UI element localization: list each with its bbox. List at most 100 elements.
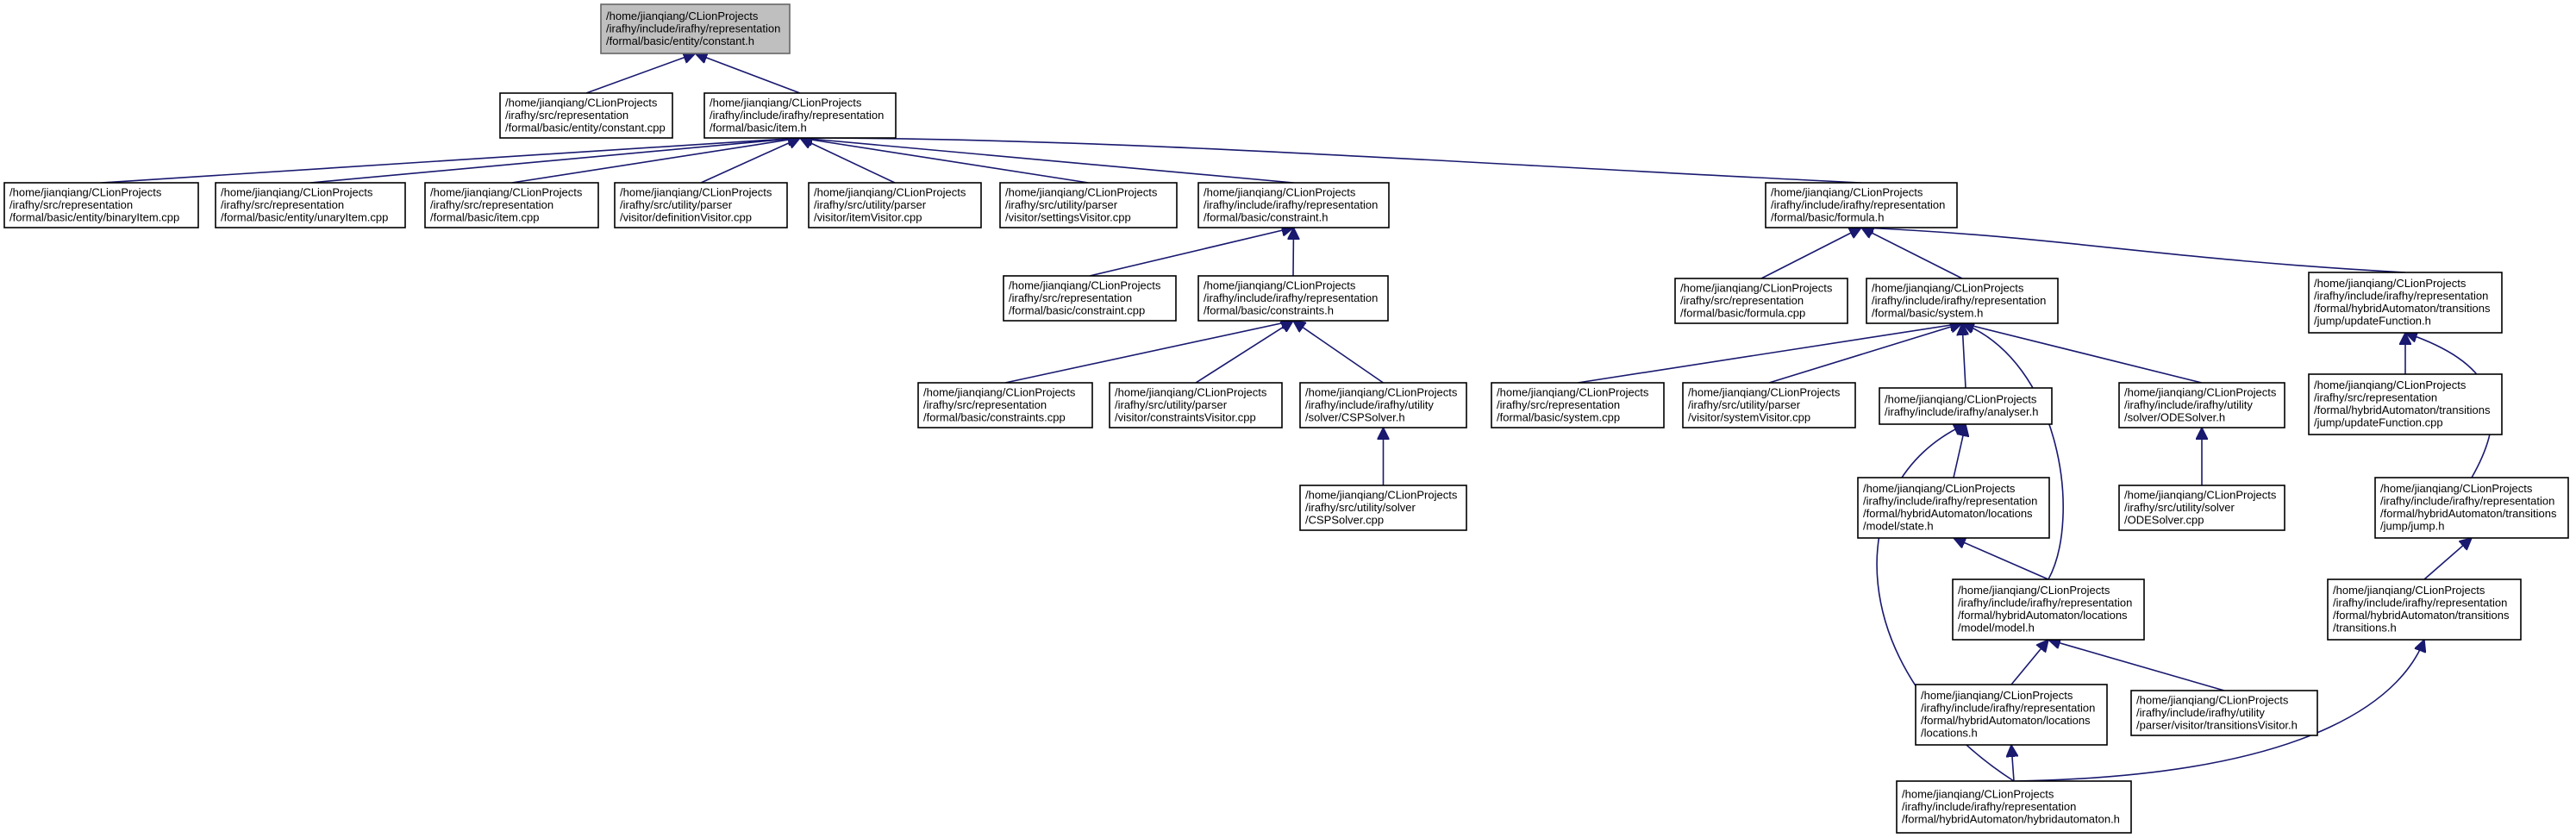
file-node-item-h[interactable]: /home/jianqiang/CLionProjects/irafhy/inc…	[703, 92, 897, 139]
file-node-path-line: /home/jianqiang/CLionProjects	[2136, 693, 2289, 706]
file-node-box	[1682, 382, 1856, 428]
file-node-box	[1857, 477, 2050, 539]
file-node-definitionvisitor-cpp[interactable]: /home/jianqiang/CLionProjects/irafhy/src…	[614, 182, 788, 228]
file-node-path-line: /home/jianqiang/CLionProjects	[1204, 278, 1356, 291]
dependency-edge-constraint-h-to-item-h	[800, 138, 1294, 184]
file-node-model-h[interactable]: /home/jianqiang/CLionProjects/irafhy/inc…	[1952, 578, 2145, 641]
file-node-updatefunction-h[interactable]: /home/jianqiang/CLionProjects/irafhy/inc…	[2308, 272, 2503, 334]
file-node-box	[1879, 387, 2053, 425]
file-node-path-line: /irafhy/src/utility/parser	[814, 198, 927, 211]
file-node-box	[2374, 477, 2569, 539]
dependency-edge-odesolver-h-to-system-h	[1962, 323, 2203, 384]
dependency-edge-updatefunction-h-to-formula-h	[1861, 228, 2406, 273]
file-node-box	[3, 182, 199, 228]
file-node-path-line: /home/jianqiang/CLionProjects	[1305, 488, 1458, 501]
dependency-edge-systemvisitor-cpp-to-system-h	[1768, 323, 1962, 384]
file-node-cspsolver-h[interactable]: /home/jianqiang/CLionProjects/irafhy/inc…	[1299, 382, 1467, 428]
file-node-path-line: /irafhy/include/irafhy/representation	[1902, 800, 2076, 813]
file-node-box	[215, 182, 406, 228]
file-node-path-line: /home/jianqiang/CLionProjects	[1863, 482, 2016, 495]
dependency-edge-itemvisitor-cpp-to-item-h	[800, 138, 896, 184]
file-node-unaryitem-cpp[interactable]: /home/jianqiang/CLionProjects/irafhy/src…	[215, 182, 406, 228]
file-node-path-line: /irafhy/include/irafhy/analyser.h	[1885, 405, 2038, 418]
file-node-item-cpp[interactable]: /home/jianqiang/CLionProjects/irafhy/src…	[424, 182, 599, 228]
file-node-path-line: /home/jianqiang/CLionProjects	[1902, 787, 2054, 800]
file-node-systemvisitor-cpp[interactable]: /home/jianqiang/CLionProjects/irafhy/src…	[1682, 382, 1856, 428]
file-node-updatefunction-cpp[interactable]: /home/jianqiang/CLionProjects/irafhy/src…	[2308, 373, 2503, 435]
dependency-edge-locations-h-to-model-h	[2010, 640, 2048, 685]
file-node-path-line: /formal/hybridAutomaton/hybridautomaton.…	[1902, 812, 2120, 825]
file-node-transitionsvisitor-h[interactable]: /home/jianqiang/CLionProjects/irafhy/inc…	[2130, 690, 2318, 736]
file-node-box	[2308, 373, 2503, 435]
file-node-path-line: /irafhy/include/irafhy/representation	[1872, 294, 2046, 307]
file-node-box	[1491, 382, 1665, 428]
file-node-path-line: /irafhy/src/utility/parser	[1115, 398, 1228, 411]
file-node-state-h[interactable]: /home/jianqiang/CLionProjects/irafhy/inc…	[1857, 477, 2050, 539]
dependency-edge-constraints-h-to-constraint-h	[1293, 228, 1294, 277]
file-node-constraint-h[interactable]: /home/jianqiang/CLionProjects/irafhy/inc…	[1197, 182, 1390, 228]
file-node-path-line: /irafhy/src/utility/parser	[620, 198, 733, 211]
file-node-path-line: /irafhy/include/irafhy/representation	[1204, 291, 1378, 304]
dependency-edge-hybridautomaton-h-to-transitions-h	[2013, 640, 2424, 782]
file-node-odesolver-cpp[interactable]: /home/jianqiang/CLionProjects/irafhy/src…	[2118, 485, 2285, 531]
file-node-path-line: /irafhy/include/irafhy/representation	[1958, 597, 2132, 610]
file-node-path-line: /irafhy/include/irafhy/representation	[1771, 198, 1945, 211]
file-node-path-line: /home/jianqiang/CLionProjects	[9, 185, 162, 198]
file-node-constraintsvisitor-cpp[interactable]: /home/jianqiang/CLionProjects/irafhy/src…	[1109, 382, 1283, 428]
file-node-box	[614, 182, 788, 228]
file-node-cspsolver-cpp[interactable]: /home/jianqiang/CLionProjects/irafhy/src…	[1299, 485, 1467, 531]
file-node-hybridautomaton-h[interactable]: /home/jianqiang/CLionProjects/irafhy/inc…	[1896, 780, 2132, 834]
file-node-binaryitem-cpp[interactable]: /home/jianqiang/CLionProjects/irafhy/src…	[3, 182, 199, 228]
dependency-edge-item-h-to-constant-h	[696, 53, 801, 94]
dependency-edge-settingsvisitor-cpp-to-item-h	[800, 138, 1089, 184]
file-node-path-line: /irafhy/include/irafhy/utility	[2124, 398, 2253, 411]
file-node-path-line: /CSPSolver.cpp	[1305, 513, 1384, 526]
file-node-box	[1866, 278, 2059, 324]
file-node-constraint-cpp[interactable]: /home/jianqiang/CLionProjects/irafhy/src…	[1003, 275, 1177, 322]
file-node-path-line: /formal/basic/formula.cpp	[1680, 306, 1805, 319]
file-node-system-cpp[interactable]: /home/jianqiang/CLionProjects/irafhy/src…	[1491, 382, 1665, 428]
file-node-constraints-h[interactable]: /home/jianqiang/CLionProjects/irafhy/inc…	[1197, 275, 1389, 322]
file-node-locations-h[interactable]: /home/jianqiang/CLionProjects/irafhy/inc…	[1915, 684, 2108, 746]
file-node-odesolver-h[interactable]: /home/jianqiang/CLionProjects/irafhy/inc…	[2118, 382, 2285, 428]
file-node-formula-h[interactable]: /home/jianqiang/CLionProjects/irafhy/inc…	[1765, 182, 1958, 228]
file-node-box	[1896, 780, 2132, 834]
file-node-constant-cpp[interactable]: /home/jianqiang/CLionProjects/irafhy/src…	[499, 92, 673, 139]
file-node-path-line: /solver/CSPSolver.h	[1305, 410, 1405, 423]
dependency-edge-definitionvisitor-cpp-to-item-h	[700, 138, 800, 184]
file-node-path-line: /irafhy/src/representation	[505, 109, 628, 122]
file-node-formula-cpp[interactable]: /home/jianqiang/CLionProjects/irafhy/src…	[1674, 278, 1848, 324]
file-node-transitions-h[interactable]: /home/jianqiang/CLionProjects/irafhy/inc…	[2327, 578, 2522, 641]
file-node-box	[703, 92, 897, 139]
file-node-path-line: /home/jianqiang/CLionProjects	[1680, 281, 1833, 294]
file-node-path-line: /home/jianqiang/CLionProjects	[606, 9, 759, 22]
file-node-path-line: /visitor/systemVisitor.cpp	[1688, 410, 1810, 423]
dependency-edge-transitionsvisitor-h-to-model-h	[2048, 640, 2225, 691]
file-node-settingsvisitor-cpp[interactable]: /home/jianqiang/CLionProjects/irafhy/src…	[999, 182, 1178, 228]
file-node-path-line: /visitor/itemVisitor.cpp	[814, 210, 922, 223]
file-node-analyser-h[interactable]: /home/jianqiang/CLionProjects/irafhy/inc…	[1879, 387, 2053, 425]
file-node-box	[999, 182, 1178, 228]
file-node-path-line: /irafhy/src/representation	[2314, 391, 2437, 404]
dependency-edge-constraint-cpp-to-constraint-h	[1089, 228, 1294, 277]
file-node-box	[808, 182, 982, 228]
file-node-itemvisitor-cpp[interactable]: /home/jianqiang/CLionProjects/irafhy/src…	[808, 182, 982, 228]
dependency-edge-model-h-to-system-h	[1962, 323, 2064, 580]
dependency-edge-system-h-to-formula-h	[1861, 227, 1963, 279]
file-node-jump-h[interactable]: /home/jianqiang/CLionProjects/irafhy/inc…	[2374, 477, 2569, 539]
file-node-path-line: /home/jianqiang/CLionProjects	[814, 185, 966, 198]
file-node-path-line: /irafhy/src/utility/solver	[1305, 501, 1416, 514]
file-node-path-line: /locations.h	[1921, 727, 1978, 740]
file-node-box	[600, 3, 791, 54]
file-node-path-line: /formal/basic/constraints.h	[1204, 303, 1334, 316]
file-node-path-line: /home/jianqiang/CLionProjects	[2380, 482, 2533, 495]
dependency-edge-transitions-h-to-jump-h	[2423, 538, 2472, 580]
file-node-box	[2327, 578, 2522, 641]
file-node-path-line: /irafhy/src/representation	[9, 198, 133, 211]
file-node-constraints-cpp[interactable]: /home/jianqiang/CLionProjects/irafhy/src…	[917, 382, 1093, 428]
file-node-box	[1952, 578, 2145, 641]
file-node-path-line: /formal/basic/system.h	[1872, 306, 1983, 319]
file-node-system-h[interactable]: /home/jianqiang/CLionProjects/irafhy/inc…	[1866, 278, 2059, 324]
file-node-path-line: /formal/basic/constraints.cpp	[923, 410, 1066, 423]
